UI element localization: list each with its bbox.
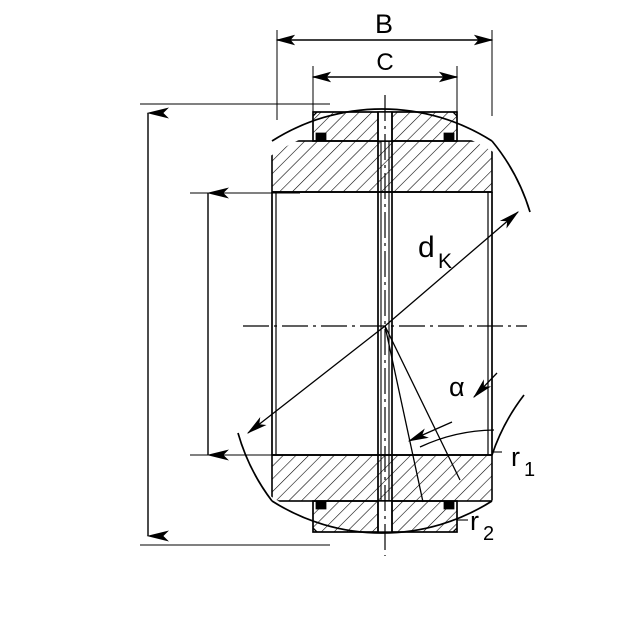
seal-notch-upper-left: [315, 132, 327, 142]
sphere-arc-bottom: [271, 500, 493, 534]
dimension-label-alpha: α: [449, 372, 465, 402]
r2-base: r: [470, 506, 479, 536]
callout-dk: [246, 211, 519, 434]
inner-ring-upper: [271, 108, 493, 193]
seal-notch-lower-right: [443, 500, 455, 510]
inner-ring-upper-hatch: [272, 141, 492, 192]
dimension-label-r2: r 2: [470, 506, 494, 545]
dk-base: d: [418, 231, 435, 264]
dk-leader-upper: [384, 211, 519, 327]
dimension-label-dk: d K: [418, 231, 452, 273]
seal-notch-lower-left: [315, 500, 327, 510]
alpha-ray-2: [384, 325, 424, 503]
callout-alpha: [384, 325, 498, 503]
inner-ring-lower: [271, 454, 493, 534]
dimension-label-B: B: [375, 9, 393, 39]
alpha-ray-1: [384, 325, 461, 481]
seal-notch-upper-right: [443, 132, 455, 142]
r2-subscript: 2: [483, 523, 494, 545]
dimension-label-r1: r 1: [511, 442, 535, 481]
inner-ring-flanks: [271, 192, 493, 455]
dimension-label-C: C: [376, 49, 393, 76]
alpha-arc: [419, 429, 495, 448]
sphere-arc-upper-right: [491, 140, 531, 213]
sphere-arc-lower-right: [491, 394, 525, 456]
sphere-arc-top: [271, 108, 493, 142]
dk-leader-lower: [246, 325, 386, 434]
alpha-arrow-outer: [473, 372, 498, 398]
callout-radii: [457, 451, 502, 521]
r1-subscript: 1: [524, 459, 535, 481]
bore-walls: [377, 112, 393, 532]
sphere-silhouette: [237, 140, 531, 502]
alpha-arrow-inner: [407, 421, 453, 442]
sphere-arc-lower-left: [237, 432, 273, 502]
inner-ring-lower-hatch: [272, 455, 492, 501]
dk-subscript: K: [438, 250, 452, 273]
r1-base: r: [511, 442, 520, 472]
